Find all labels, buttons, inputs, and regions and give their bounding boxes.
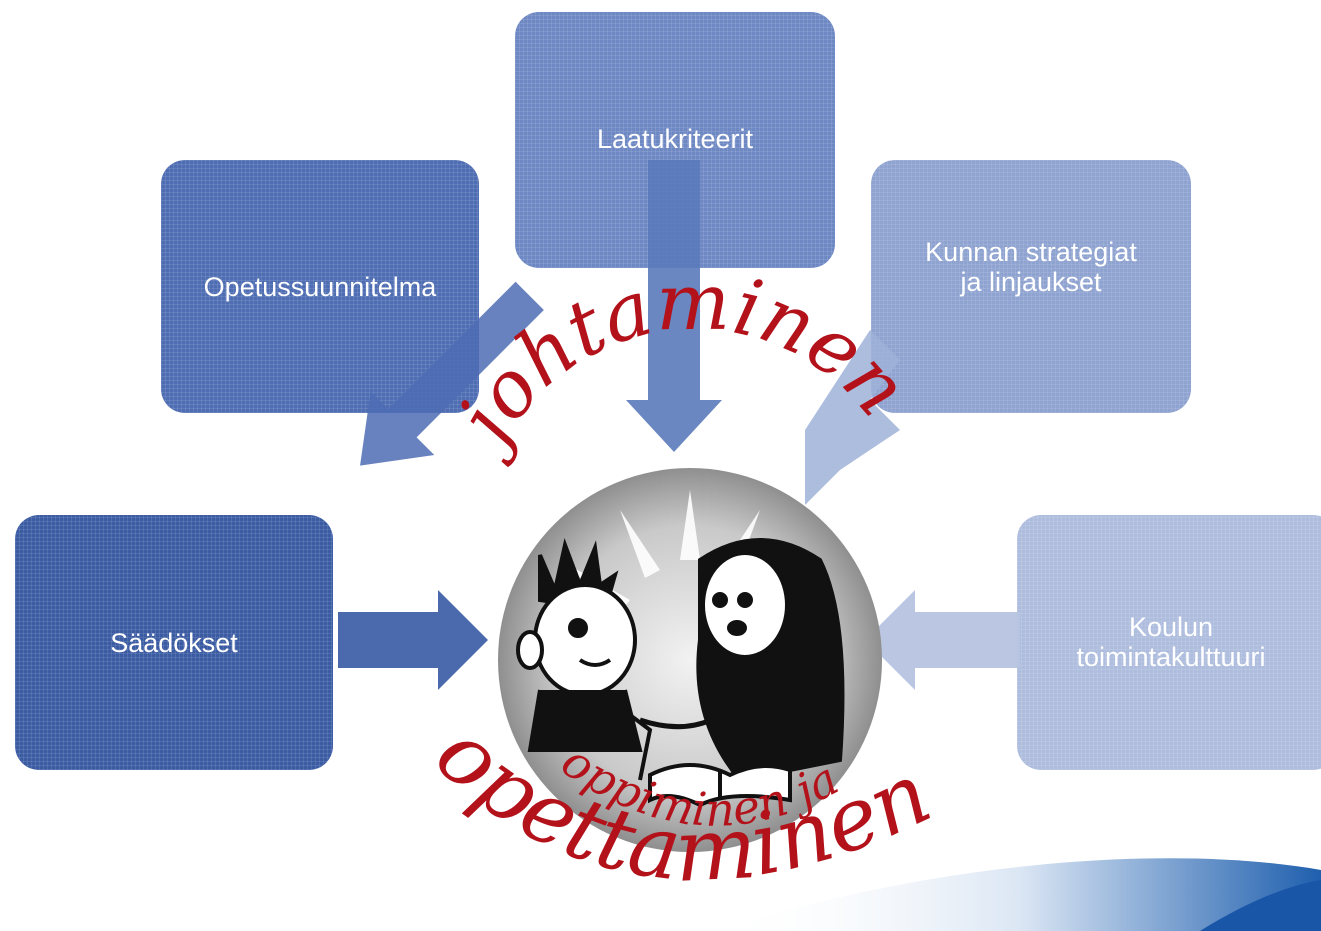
- kunnan-line-2: ja linjaukset: [960, 266, 1102, 297]
- koulun-line-1: Koulun: [1128, 611, 1214, 642]
- koulun-line-2: toimintakulttuuri: [1076, 641, 1266, 672]
- box-opetussuunnitelma-label: Opetussuunnitelma: [203, 271, 437, 302]
- box-koulun-label: Koulun toimintakulttuuri: [1076, 612, 1265, 672]
- box-kunnan-strategiat: Kunnan strategiat ja linjaukset: [871, 160, 1191, 413]
- box-koulun-toimintakulttuuri: Koulun toimintakulttuuri: [1017, 515, 1321, 770]
- box-laatukriteerit: Laatukriteerit: [515, 12, 835, 268]
- box-saadokset-label: Säädökset: [110, 627, 238, 658]
- box-laatukriteerit-label: Laatukriteerit: [596, 124, 754, 154]
- box-opetussuunnitelma: Opetussuunnitelma: [161, 160, 479, 413]
- kunnan-line-1: Kunnan strategiat: [925, 236, 1137, 267]
- box-saadokset: Säädökset: [15, 515, 333, 770]
- box-kunnan-strategiat-label: Kunnan strategiat ja linjaukset: [925, 237, 1137, 297]
